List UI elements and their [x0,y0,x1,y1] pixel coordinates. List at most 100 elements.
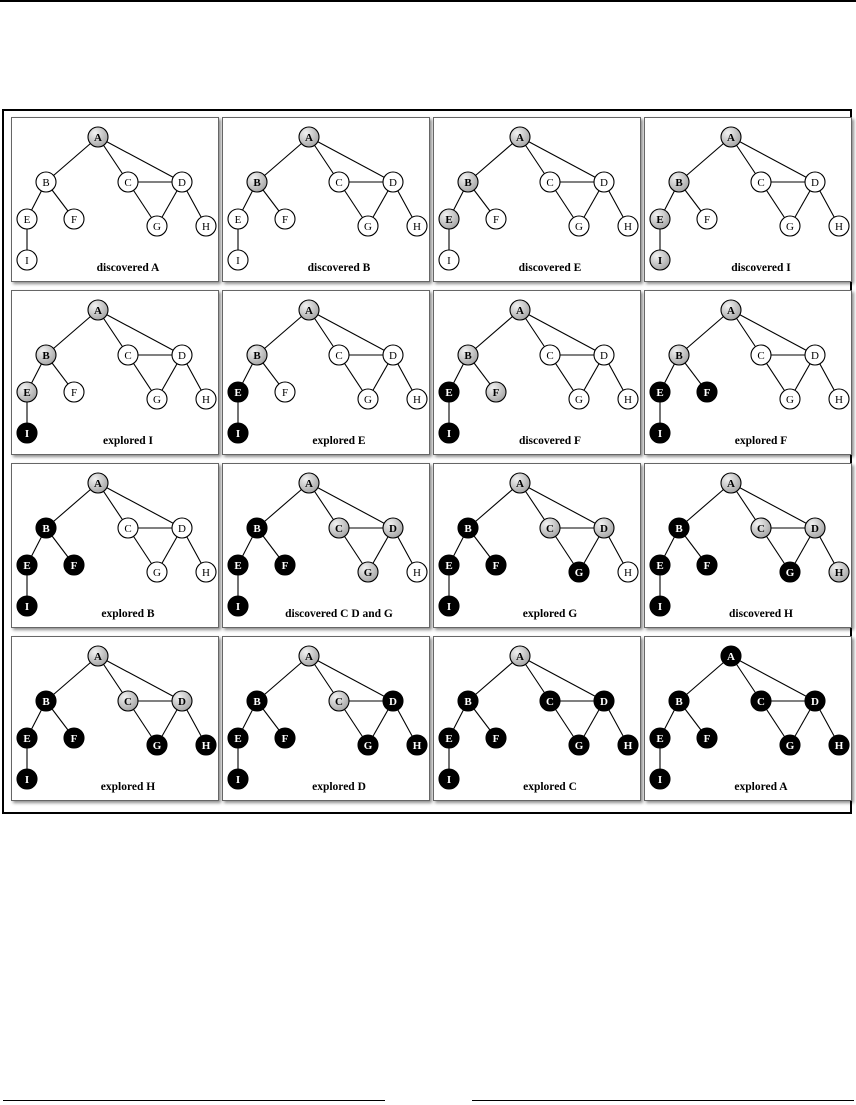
node-e: E [649,208,671,230]
node-c: C [750,171,772,193]
node-circle [539,517,561,539]
node-f: F [485,208,507,230]
node-e: E [649,554,671,576]
node-circle [509,299,531,321]
node-label: E [445,214,452,226]
node-label: D [178,350,186,362]
node-circle [16,249,38,271]
node-circle [117,344,139,366]
node-label: A [727,651,735,663]
node-g: G [568,388,590,410]
node-label: H [202,740,211,752]
node-label: C [757,696,765,708]
node-label: H [624,740,633,752]
node-label: E [23,560,30,572]
node-g: G [779,388,801,410]
node-d: D [171,171,193,193]
node-label: G [364,221,372,233]
node-circle [779,215,801,237]
node-label: H [413,740,422,752]
node-circle [649,595,671,617]
node-label: B [42,523,50,535]
node-circle [274,208,296,230]
node-b: B [457,517,479,539]
node-b: B [457,171,479,193]
node-a: A [509,299,531,321]
edge-a-b [45,136,99,183]
node-circle [35,344,57,366]
node-circle [438,554,460,576]
node-circle [720,126,742,148]
node-label: F [704,560,711,572]
node-f: F [696,381,718,403]
node-f: F [274,381,296,403]
node-i: I [16,422,38,444]
edge-a-b [256,655,310,702]
node-label: C [124,523,131,535]
node-circle [568,561,590,583]
node-circle [617,215,639,237]
node-circle [246,171,268,193]
node-circle [668,344,690,366]
node-d: D [593,690,615,712]
edge-a-d [97,136,183,183]
node-circle [227,595,249,617]
node-circle [195,561,217,583]
node-label: B [253,696,261,708]
node-label: E [445,560,452,572]
node-circle [696,554,718,576]
edge-a-d [97,655,183,702]
node-circle [649,422,671,444]
node-circle [593,690,615,712]
node-label: D [811,350,819,362]
node-f: F [274,208,296,230]
node-f: F [63,554,85,576]
node-circle [35,517,57,539]
node-label: G [575,394,583,406]
node-c: C [328,171,350,193]
step-caption: explored C [523,781,577,793]
node-circle [539,344,561,366]
step-caption: explored A [734,781,788,793]
node-label: I [447,428,451,440]
node-label: D [600,350,608,362]
node-c: C [117,517,139,539]
node-i: I [438,768,460,790]
step-caption: explored B [101,608,154,620]
node-circle [438,249,460,271]
node-circle [457,344,479,366]
node-g: G [146,561,168,583]
node-circle [593,517,615,539]
node-circle [63,727,85,749]
node-circle [649,381,671,403]
node-a: A [720,126,742,148]
node-circle [16,381,38,403]
node-f: F [63,727,85,749]
node-circle [146,734,168,756]
node-circle [720,299,742,321]
node-label: C [335,523,343,535]
node-label: C [757,523,765,535]
node-a: A [720,472,742,494]
node-h: H [617,215,639,237]
node-h: H [195,215,217,237]
node-label: E [234,733,241,745]
node-a: A [87,472,109,494]
edge-a-b [256,136,310,183]
node-b: B [35,344,57,366]
node-label: F [704,387,711,399]
node-label: E [24,214,31,226]
node-circle [539,690,561,712]
node-label: I [236,255,240,267]
edge-a-b [45,309,99,356]
node-f: F [696,208,718,230]
node-circle [87,472,109,494]
node-label: B [42,177,49,189]
node-circle [382,344,404,366]
node-label: D [811,696,819,708]
node-h: H [406,215,428,237]
